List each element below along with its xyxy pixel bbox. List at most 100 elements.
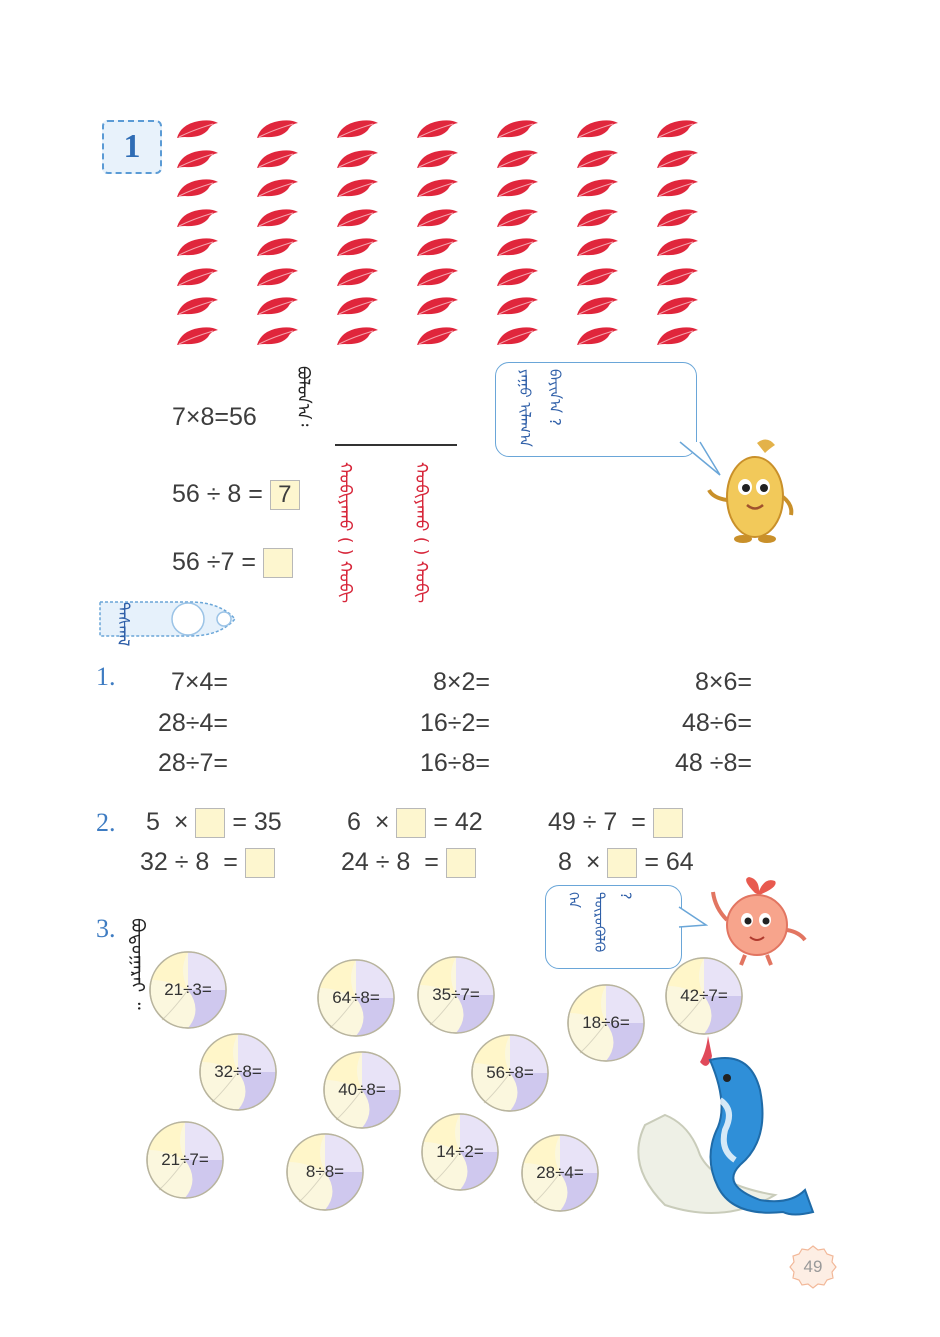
red-leaf-icon [415,177,495,207]
red-leaf-icon [575,266,655,296]
red-leaf-icon [495,295,575,325]
question-1-number: 1. [96,662,116,691]
beach-ball[interactable]: 21÷3= [148,950,228,1030]
practice-tag-text: ᠳᠠᠰᠭᠠᠯ [114,602,133,647]
bubble2-text: ᠬᠡᠨ ᠲᠦᠷᠦᠭᠦᠯᠬᠦ ? [565,892,633,953]
beach-ball[interactable]: 56÷8= [470,1033,550,1113]
red-leaf-icon [575,148,655,178]
red-leaf-icon [335,295,415,325]
q1-item: 48÷6= [681,708,752,737]
example-number: 1 [123,128,141,165]
beach-ball[interactable]: 40÷8= [322,1050,402,1130]
q2-answer-box[interactable] [195,808,226,839]
peach-mascot-image [711,877,807,966]
beach-ball-icon [146,1121,224,1199]
q2-answer-box[interactable] [244,848,275,879]
q2-operand: 49 ÷ 7 [548,808,618,836]
red-leaf-icon [415,266,495,296]
q2-item-5: 24 ÷ 8 = [341,848,476,879]
red-leaf-icon [575,118,655,148]
red-leaf-icon [655,177,735,207]
red-leaf-icon [655,148,735,178]
beach-ball[interactable]: 14÷2= [420,1112,500,1192]
q2-operand: 32 ÷ 8 [140,848,210,876]
red-leaf-icon [495,177,575,207]
beach-ball[interactable]: 64÷8= [316,958,396,1038]
ball-equation: 21÷3= [164,980,212,999]
beach-ball[interactable]: 8÷8= [285,1132,365,1212]
q1-item: 7×4= [170,668,228,696]
q3-mongolian-note: ᠪᠣᠳᠣᠭᠠᠷᠠᠢ ᠃ [127,918,148,1010]
red-leaf-icon [575,236,655,266]
red-leaf-icon [335,236,415,266]
ball-equation: 56÷8= [486,1063,534,1082]
red-leaf-icon [175,118,255,148]
beach-ball[interactable]: 21÷7= [145,1120,225,1200]
q1-item: 48 ÷8= [675,749,752,777]
speech-bubble-2: ᠬᠡᠨ ᠲᠦᠷᠦᠭᠦᠯᠬᠦ ? [545,885,682,969]
q2-operator: = [631,808,646,836]
q2-operator: = [424,848,439,876]
div1-mongolian-note: ᠬᠤᠪᠢᠶᠠᠬᠤ ( ) ᠬᠤᠪᠢ [335,462,355,604]
ball-equation: 42÷7= [680,986,728,1005]
leaf-array [175,118,705,353]
speech-bubble-1: ᠶᠠᠭᠤ ᠢᠯᠠᠭ᠎ᠠ ᠪᠠᠶᠢᠨ᠎ᠠ ? [495,362,697,457]
red-leaf-icon [575,177,655,207]
ball-equation: 40÷8= [338,1080,386,1099]
red-leaf-icon [255,236,335,266]
potato-mascot-image [707,439,794,543]
beach-ball[interactable]: 35÷7= [416,955,496,1035]
red-leaf-icon [575,207,655,237]
practice-tag-shape [99,601,236,637]
red-leaf-icon [255,295,335,325]
beach-ball-icon [521,1134,599,1212]
div-equation-2: 56 ÷7 = [172,548,293,579]
ball-equation: 21÷7= [161,1150,209,1169]
q2-item-2: 6 × = 42 [347,808,483,839]
beach-ball-icon [149,951,227,1029]
div-answer-box-1[interactable]: 7 [269,480,300,511]
ball-equation: 32÷8= [214,1062,262,1081]
q2-answer-box[interactable] [396,808,427,839]
red-leaf-icon [655,266,735,296]
beach-ball-icon [665,957,743,1035]
beach-ball[interactable]: 18÷6= [566,983,646,1063]
beach-ball[interactable]: 42÷7= [664,956,744,1036]
ball-equation: 35÷7= [432,985,480,1004]
example-badge: 1 [102,120,162,174]
red-leaf-icon [575,295,655,325]
page-number-badge: 49 [789,1244,837,1292]
red-leaf-icon [255,118,335,148]
bubble2-tail [678,906,708,928]
beach-ball[interactable]: 32÷8= [198,1032,278,1112]
q2-operand: 6 [347,808,361,836]
q2-operator: × [374,808,390,836]
q2-operand: 24 ÷ 8 [341,848,411,876]
red-leaf-icon [335,207,415,237]
red-leaf-icon [655,236,735,266]
red-leaf-icon [495,207,575,237]
beach-ball[interactable]: 28÷4= [520,1133,600,1213]
red-leaf-icon [415,118,495,148]
practice-tag: ᠳᠠᠰᠭᠠᠯ [96,596,236,647]
q2-answer-box[interactable] [652,808,683,839]
div-answer-box-2[interactable] [262,548,293,579]
beach-ball-icon [421,1113,499,1191]
bubble1-tail [679,441,721,476]
red-leaf-icon [255,148,335,178]
q1-item: 28÷4= [157,708,228,737]
red-leaf-icon [335,148,415,178]
q2-operator: = [223,848,238,876]
q1-item: 8×2= [432,668,490,696]
q2-answer-box[interactable] [445,848,476,879]
red-leaf-icon [255,207,335,237]
q2-answer-box[interactable] [607,848,638,879]
red-leaf-icon [495,148,575,178]
q1-item: 16÷2= [419,708,490,737]
question-2-number: 2. [96,808,116,837]
red-leaf-icon [175,207,255,237]
red-leaf-icon [175,266,255,296]
beach-ball-icon [417,956,495,1034]
q1-column-2: 8×2= 16÷2= 16÷8= [400,662,490,784]
